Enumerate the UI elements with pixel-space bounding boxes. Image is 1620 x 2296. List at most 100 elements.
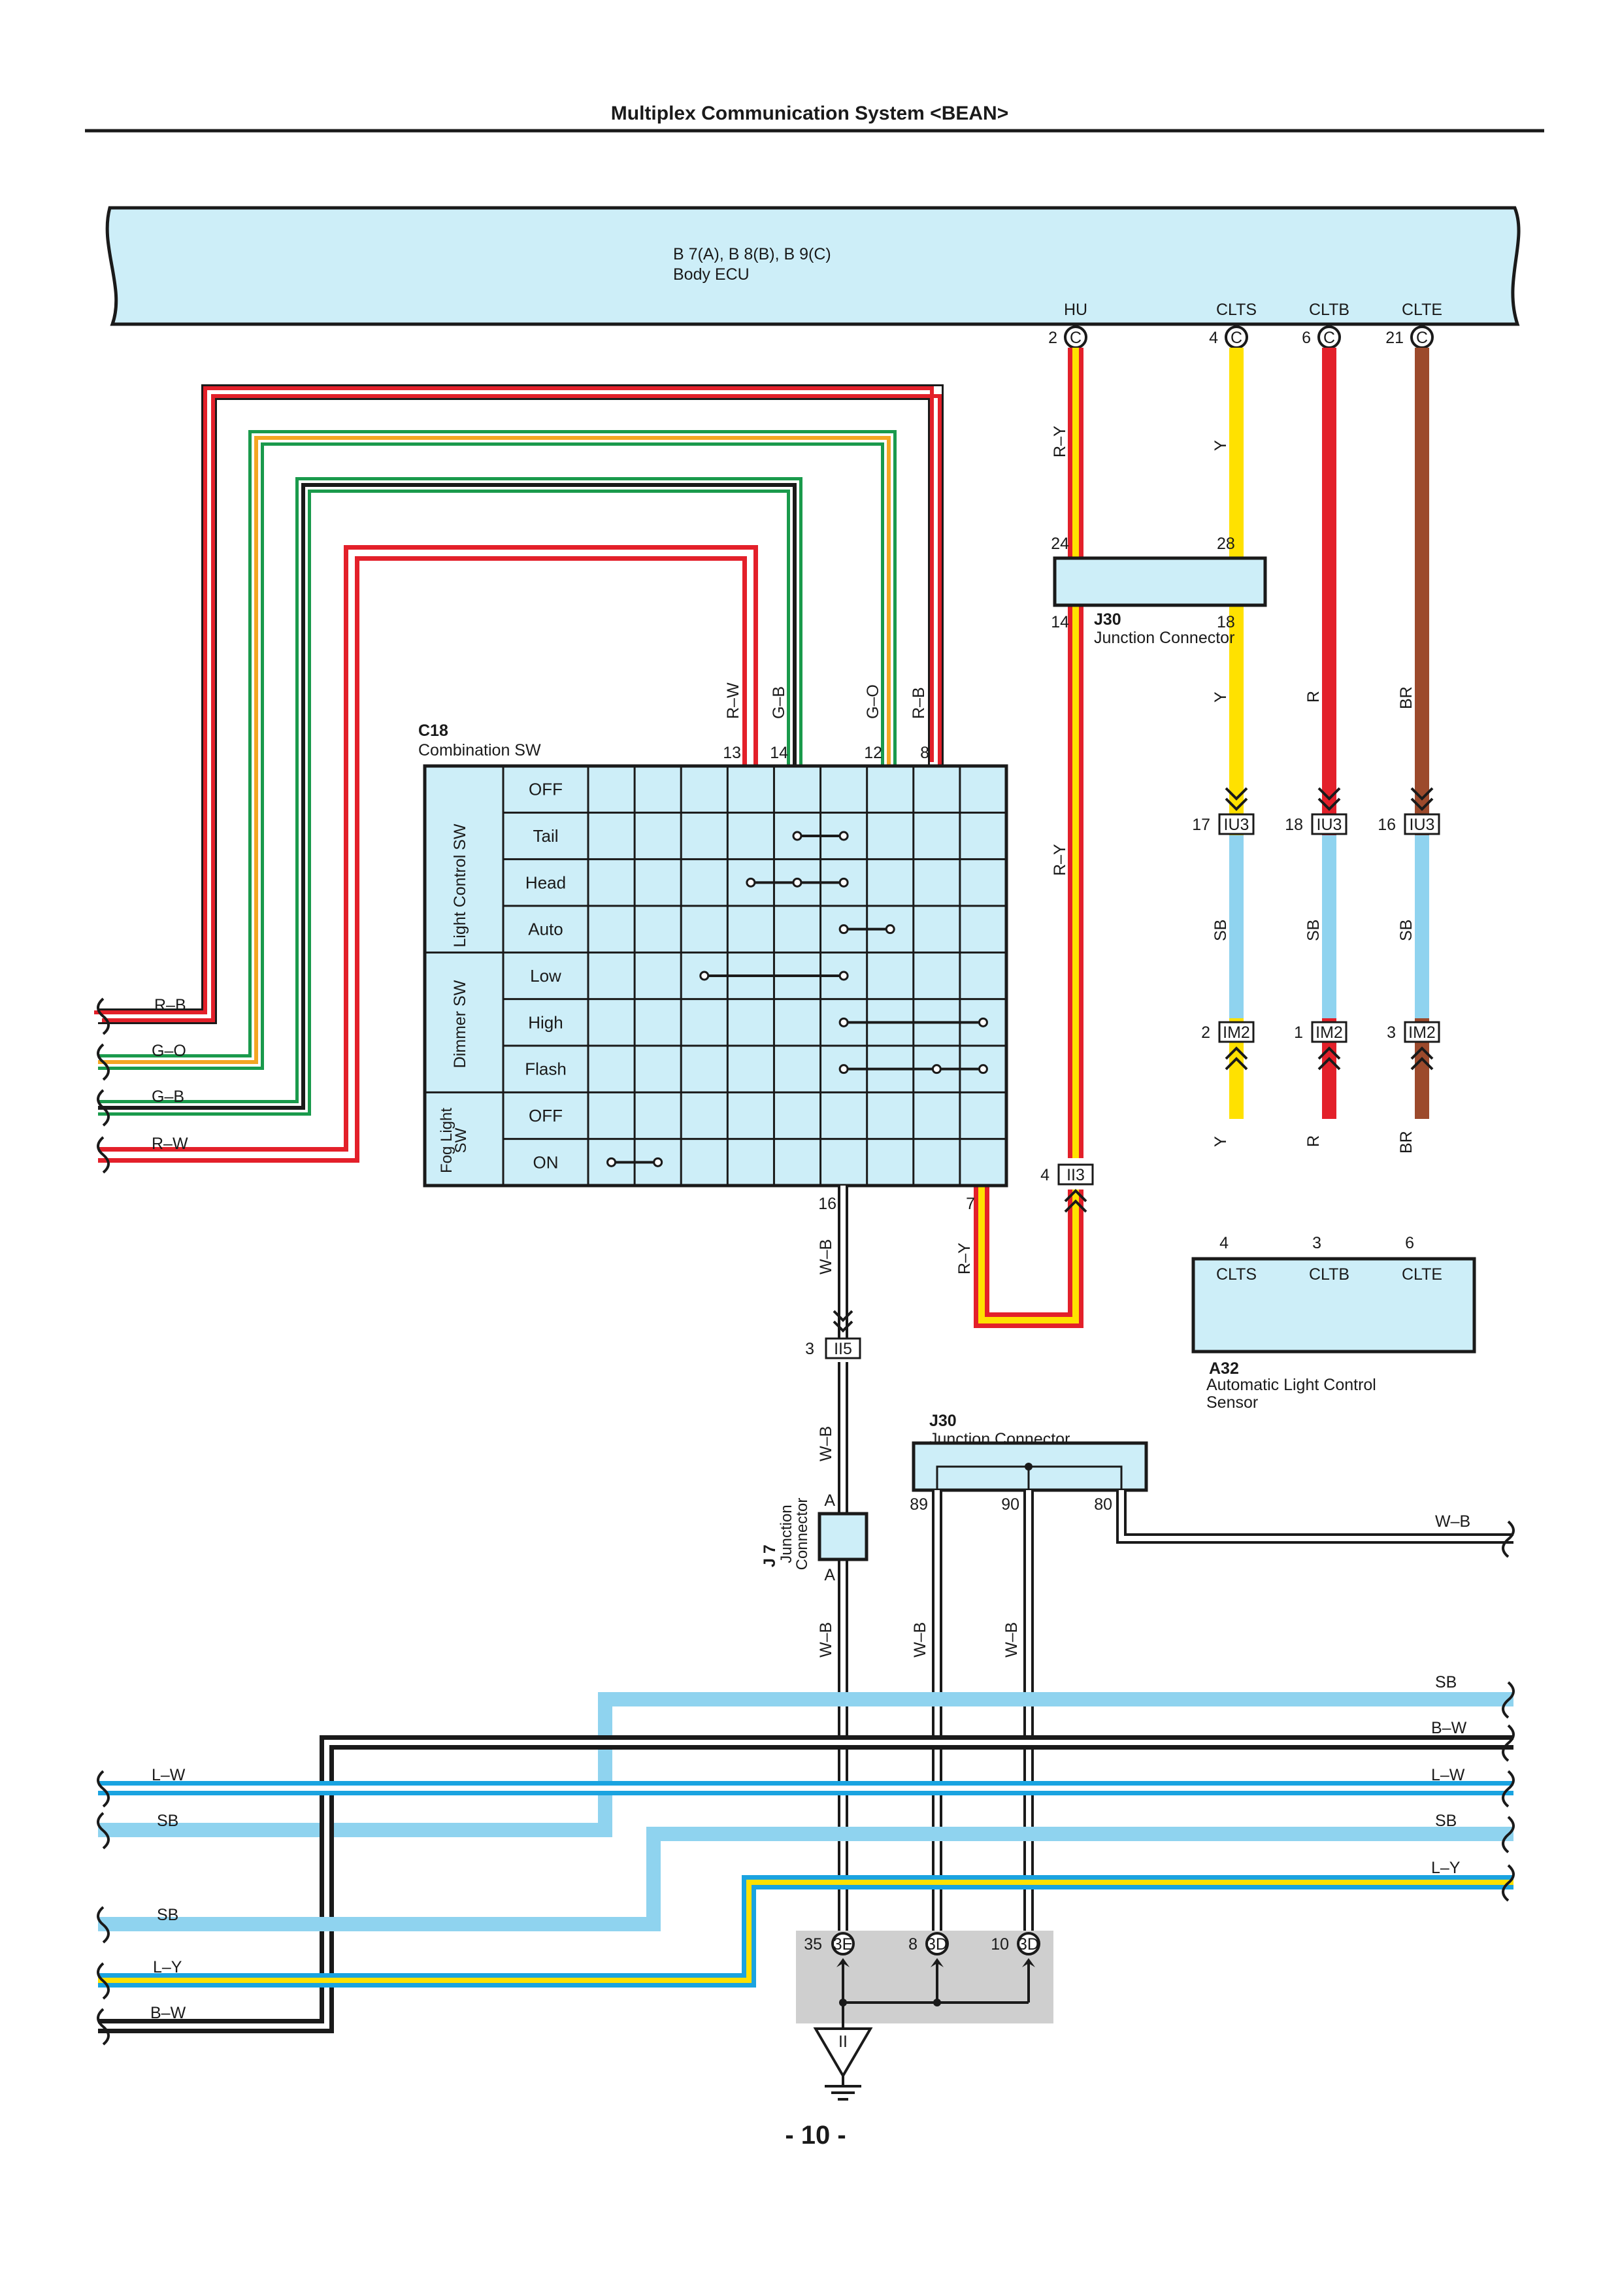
left-bus-label-b-w: B–W bbox=[150, 2004, 186, 2022]
j30-lower-name: Junction Connector bbox=[929, 1430, 1070, 1448]
wire-w-b-j30 bbox=[932, 1490, 1513, 1935]
ii5-connector: II5 3 bbox=[805, 1337, 861, 1359]
switch-row-label: OFF bbox=[529, 1106, 563, 1125]
switch-contact-point bbox=[885, 924, 895, 935]
right-bus-label-l-y: L–Y bbox=[1431, 1859, 1461, 1877]
wire-label-y-3: Y bbox=[1212, 1136, 1230, 1147]
left-wire-label-g-b: G–B bbox=[152, 1088, 184, 1106]
j7-pin-top: A bbox=[824, 1491, 835, 1510]
ground-symbol-label: II bbox=[838, 2033, 848, 2051]
j30-lower-pin-80: 80 bbox=[1094, 1495, 1112, 1514]
switch-row-label: Flash bbox=[525, 1059, 567, 1079]
ii3-pin: 4 bbox=[1040, 1166, 1050, 1184]
ground-icon: II bbox=[813, 2027, 873, 2101]
ii5-pin: 3 bbox=[805, 1340, 814, 1358]
right-bus-label-sb-2: SB bbox=[1435, 1812, 1457, 1830]
a32-code: A32 bbox=[1209, 1359, 1239, 1378]
top-wire-label-g-o: G–O bbox=[864, 684, 882, 719]
wire-r-y-hu bbox=[974, 348, 1083, 1328]
switch-contact-point bbox=[606, 1157, 617, 1167]
left-bus-label-l-y: L–Y bbox=[153, 1958, 182, 1976]
im2-label-3: IM2 bbox=[1408, 1023, 1436, 1042]
right-bus-label-b-w: B–W bbox=[1431, 1719, 1467, 1737]
im2-label-1: IM2 bbox=[1223, 1023, 1250, 1042]
ecu-terminal-hu: HU bbox=[1064, 301, 1087, 319]
switch-row-label: ON bbox=[533, 1152, 559, 1172]
top-wire-label-r-b: R–B bbox=[910, 687, 928, 719]
ii5-label: II5 bbox=[834, 1340, 852, 1358]
wire-label-sb-2: SB bbox=[1304, 920, 1323, 941]
wire-label-r-y-bottom: R–Y bbox=[955, 1242, 974, 1274]
iu3-pin-16: 16 bbox=[1378, 816, 1396, 834]
ecu-terminal-clts: CLTS bbox=[1216, 301, 1257, 319]
wire-label-r-y-top: R–Y bbox=[1051, 425, 1069, 458]
wire-sb-clts bbox=[1229, 835, 1244, 1018]
switch-contact-point bbox=[931, 1064, 942, 1074]
ground-junction: 3E 3D 3D 35 8 10 bbox=[796, 1931, 1053, 2029]
a32-pin-6: 6 bbox=[1405, 1234, 1414, 1252]
wire-label-w-b-3: W–B bbox=[817, 1622, 835, 1657]
ecu-pin-hu-number: 2 bbox=[1048, 329, 1057, 347]
ii3-connector: II3 4 bbox=[1040, 1163, 1094, 1213]
sw-pin-7: 7 bbox=[966, 1195, 975, 1213]
wire-label-sb-3: SB bbox=[1397, 920, 1415, 941]
wire-label-r-1: R bbox=[1304, 691, 1323, 703]
left-switch-wire-ends bbox=[97, 997, 110, 1174]
left-wire-label-g-o: G–O bbox=[152, 1042, 186, 1060]
switch-contact-point bbox=[838, 1064, 849, 1074]
wire-label-r-y-mid: R–Y bbox=[1051, 844, 1069, 876]
sw-pin-16: 16 bbox=[818, 1195, 836, 1213]
im2-pin-2: 2 bbox=[1201, 1023, 1210, 1042]
wire-label-br-1: BR bbox=[1397, 686, 1415, 709]
wire-label-w-b-4: W–B bbox=[911, 1622, 929, 1657]
wire-label-y-1: Y bbox=[1212, 440, 1230, 451]
sw-pin-14: 14 bbox=[770, 744, 788, 762]
wire-label-y-2: Y bbox=[1212, 691, 1230, 703]
switch-row-label: OFF bbox=[529, 780, 563, 799]
ii3-label: II3 bbox=[1066, 1166, 1085, 1184]
switch-contact-point bbox=[653, 1157, 663, 1167]
iu3-connectors: IU3 IU3 IU3 17 18 16 bbox=[1192, 787, 1440, 835]
group-fog-light-sw-box: Fog Light SW bbox=[438, 1108, 470, 1173]
j30-upper-pin-18: 18 bbox=[1217, 613, 1235, 631]
ground-pin-10: 10 bbox=[991, 1935, 1009, 1954]
switch-contact-point bbox=[746, 877, 756, 888]
ii5-arrow-icon bbox=[833, 1310, 853, 1333]
ecu-terminal-cltb: CLTB bbox=[1309, 301, 1349, 319]
j7-connector: A A J 7 Junction Connector bbox=[761, 1491, 868, 1584]
switch-row-label: Head bbox=[525, 873, 566, 892]
switch-contact-point bbox=[838, 831, 849, 841]
j30-upper-pin-24: 24 bbox=[1051, 535, 1069, 553]
top-wire-label-g-b: G–B bbox=[770, 686, 788, 719]
combination-switch: C18 Combination SW 13 14 12 8 16 7 Light… bbox=[418, 722, 1008, 1213]
a32-pin-4: 4 bbox=[1219, 1234, 1229, 1252]
ecu-pin-hu-conn: C bbox=[1070, 329, 1082, 347]
a32-terminal-cltb: CLTB bbox=[1309, 1265, 1349, 1284]
switch-contact-point bbox=[978, 1017, 988, 1027]
switch-contact-point bbox=[838, 877, 849, 888]
j30-lower-pin-89: 89 bbox=[910, 1495, 928, 1514]
j7-pin-bottom: A bbox=[824, 1566, 835, 1584]
ecu-pin-cltb-conn: C bbox=[1323, 329, 1335, 347]
switch-contact-point bbox=[838, 1017, 849, 1027]
wire-label-w-b-2: W–B bbox=[817, 1426, 835, 1461]
iu3-pin-18: 18 bbox=[1285, 816, 1303, 834]
top-wire-label-r-w: R–W bbox=[724, 682, 742, 719]
switch-row-label: Tail bbox=[533, 826, 558, 846]
sw-pin-12: 12 bbox=[864, 744, 882, 762]
left-bus-label-sb-1: SB bbox=[157, 1812, 178, 1830]
iu3-pin-17: 17 bbox=[1192, 816, 1210, 834]
group-light-control-sw: Light Control SW bbox=[451, 824, 469, 947]
ecu-pin-cltb-number: 6 bbox=[1302, 329, 1311, 347]
bus-wires bbox=[98, 1692, 1513, 2033]
j7-code: J 7 bbox=[761, 1544, 779, 1567]
switch-row-label: Low bbox=[530, 966, 561, 986]
switch-contact-point bbox=[699, 971, 710, 981]
switch-row-label: High bbox=[528, 1012, 563, 1032]
ground-conn-3d-2: 3D bbox=[1018, 1935, 1039, 1954]
switch-contact-point bbox=[792, 831, 802, 841]
iu3-label-3: IU3 bbox=[1410, 816, 1435, 834]
sw-pin-13: 13 bbox=[723, 744, 741, 762]
switch-wire-r-w bbox=[98, 545, 758, 1163]
wire-sb-clte bbox=[1415, 835, 1429, 1018]
